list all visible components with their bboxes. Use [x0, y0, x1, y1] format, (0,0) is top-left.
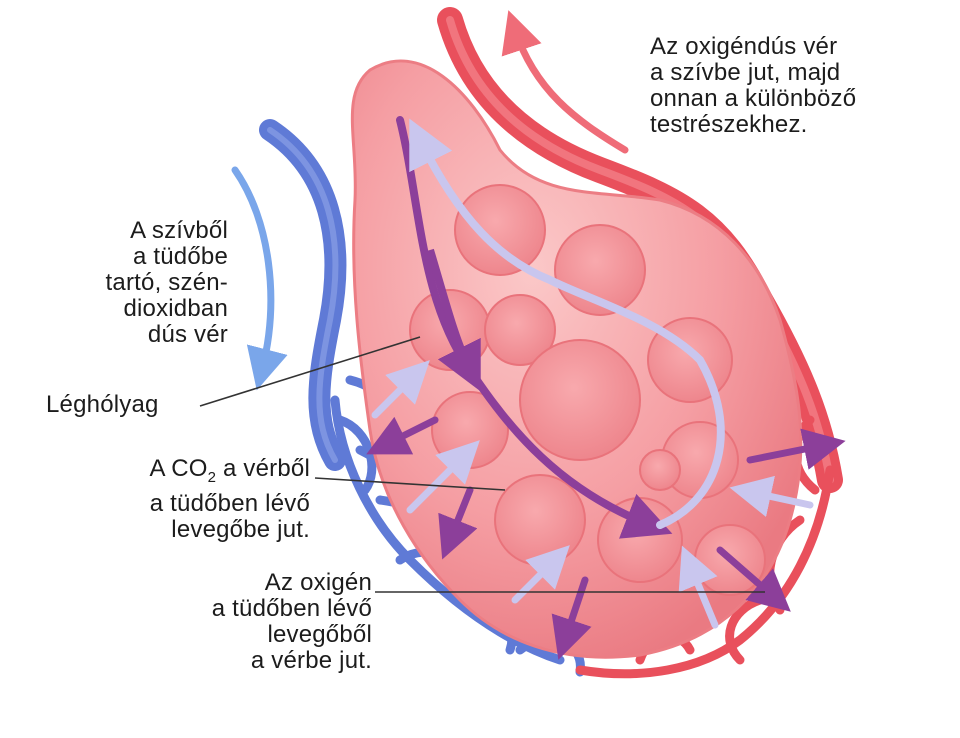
label-line: a tüdőbe	[132, 243, 228, 270]
co2-arrows	[366, 416, 846, 660]
label-alveolus: Léghólyag	[46, 392, 159, 418]
label-line: onnan a különböző	[650, 85, 857, 112]
label-oxygen-in: Az oxigén a tüdőben lévő levegőből a vér…	[150, 570, 372, 674]
co2-subscript: 2	[207, 468, 217, 486]
label-line: testrészekhez.	[650, 111, 808, 138]
label-oxygen-rich: Az oxigéndús vér a szívbe jut, majd onna…	[650, 34, 856, 138]
label-line: tartó, szén-	[105, 269, 228, 296]
vein-blue	[259, 119, 347, 471]
label-from-heart: A szívből a tüdőbe tartó, szén- dioxidba…	[80, 218, 228, 348]
co2-text: A CO	[149, 455, 208, 482]
label-line: a tüdőben lévő	[149, 489, 310, 517]
label-line: a tüdőben lévő	[211, 595, 372, 622]
o2-arrows	[371, 360, 814, 629]
label-co2: A CO2 a vérből a tüdőben lévő levegőbe j…	[60, 456, 310, 543]
flow-path-lavender	[409, 118, 725, 529]
label-line: a vérbe jut.	[250, 647, 372, 674]
label-line: A CO2 a vérből	[60, 456, 310, 491]
leader-lines	[199, 336, 765, 593]
label-line: dioxidban	[123, 295, 228, 322]
label-line: A szívből	[130, 217, 228, 244]
label-line: a szívbe jut, majd	[650, 59, 841, 86]
co2-text-post: a vérből	[216, 455, 310, 482]
label-line: levegőből	[267, 621, 372, 648]
label-line: Az oxigéndús vér	[650, 33, 838, 60]
inflow-arrow	[231, 166, 288, 391]
label-line: levegőbe jut.	[171, 515, 310, 543]
label-line: Léghólyag	[46, 391, 159, 418]
label-line: Az oxigén	[264, 569, 372, 596]
label-line: dús vér	[147, 321, 228, 348]
outflow-arrow	[501, 10, 629, 154]
